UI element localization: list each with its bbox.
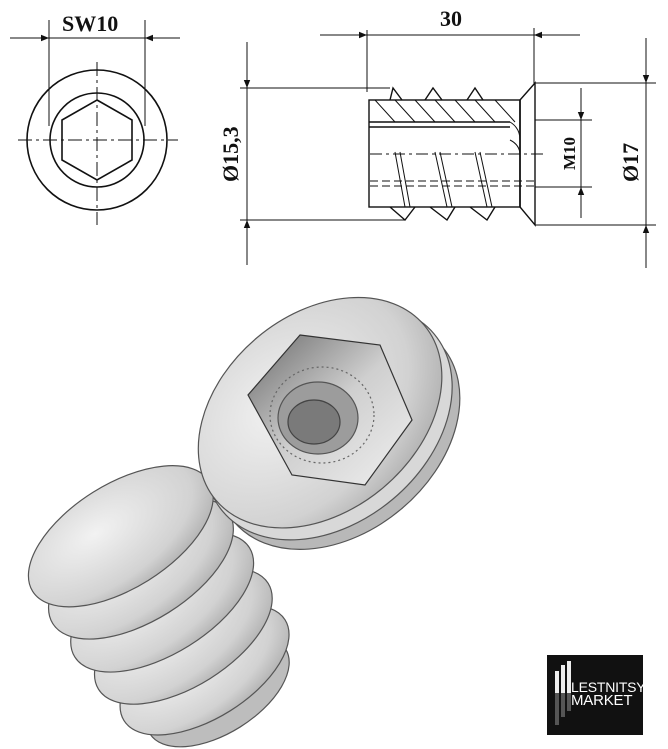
threaded-insert-render xyxy=(27,296,461,748)
logo-line1: LESTNITSY xyxy=(571,679,646,695)
length-30-label: 30 xyxy=(440,6,462,31)
lestnitsy-market-logo: LESTNITSY MARKET xyxy=(547,655,646,735)
m10-label: M10 xyxy=(560,137,579,170)
side-view xyxy=(240,28,656,268)
diameter-15-3-label: Ø15,3 xyxy=(218,126,243,182)
diameter-17-label: Ø17 xyxy=(618,143,643,182)
sw10-label: SW10 xyxy=(62,11,118,36)
logo-line2: MARKET xyxy=(571,692,633,709)
front-view xyxy=(10,20,180,225)
